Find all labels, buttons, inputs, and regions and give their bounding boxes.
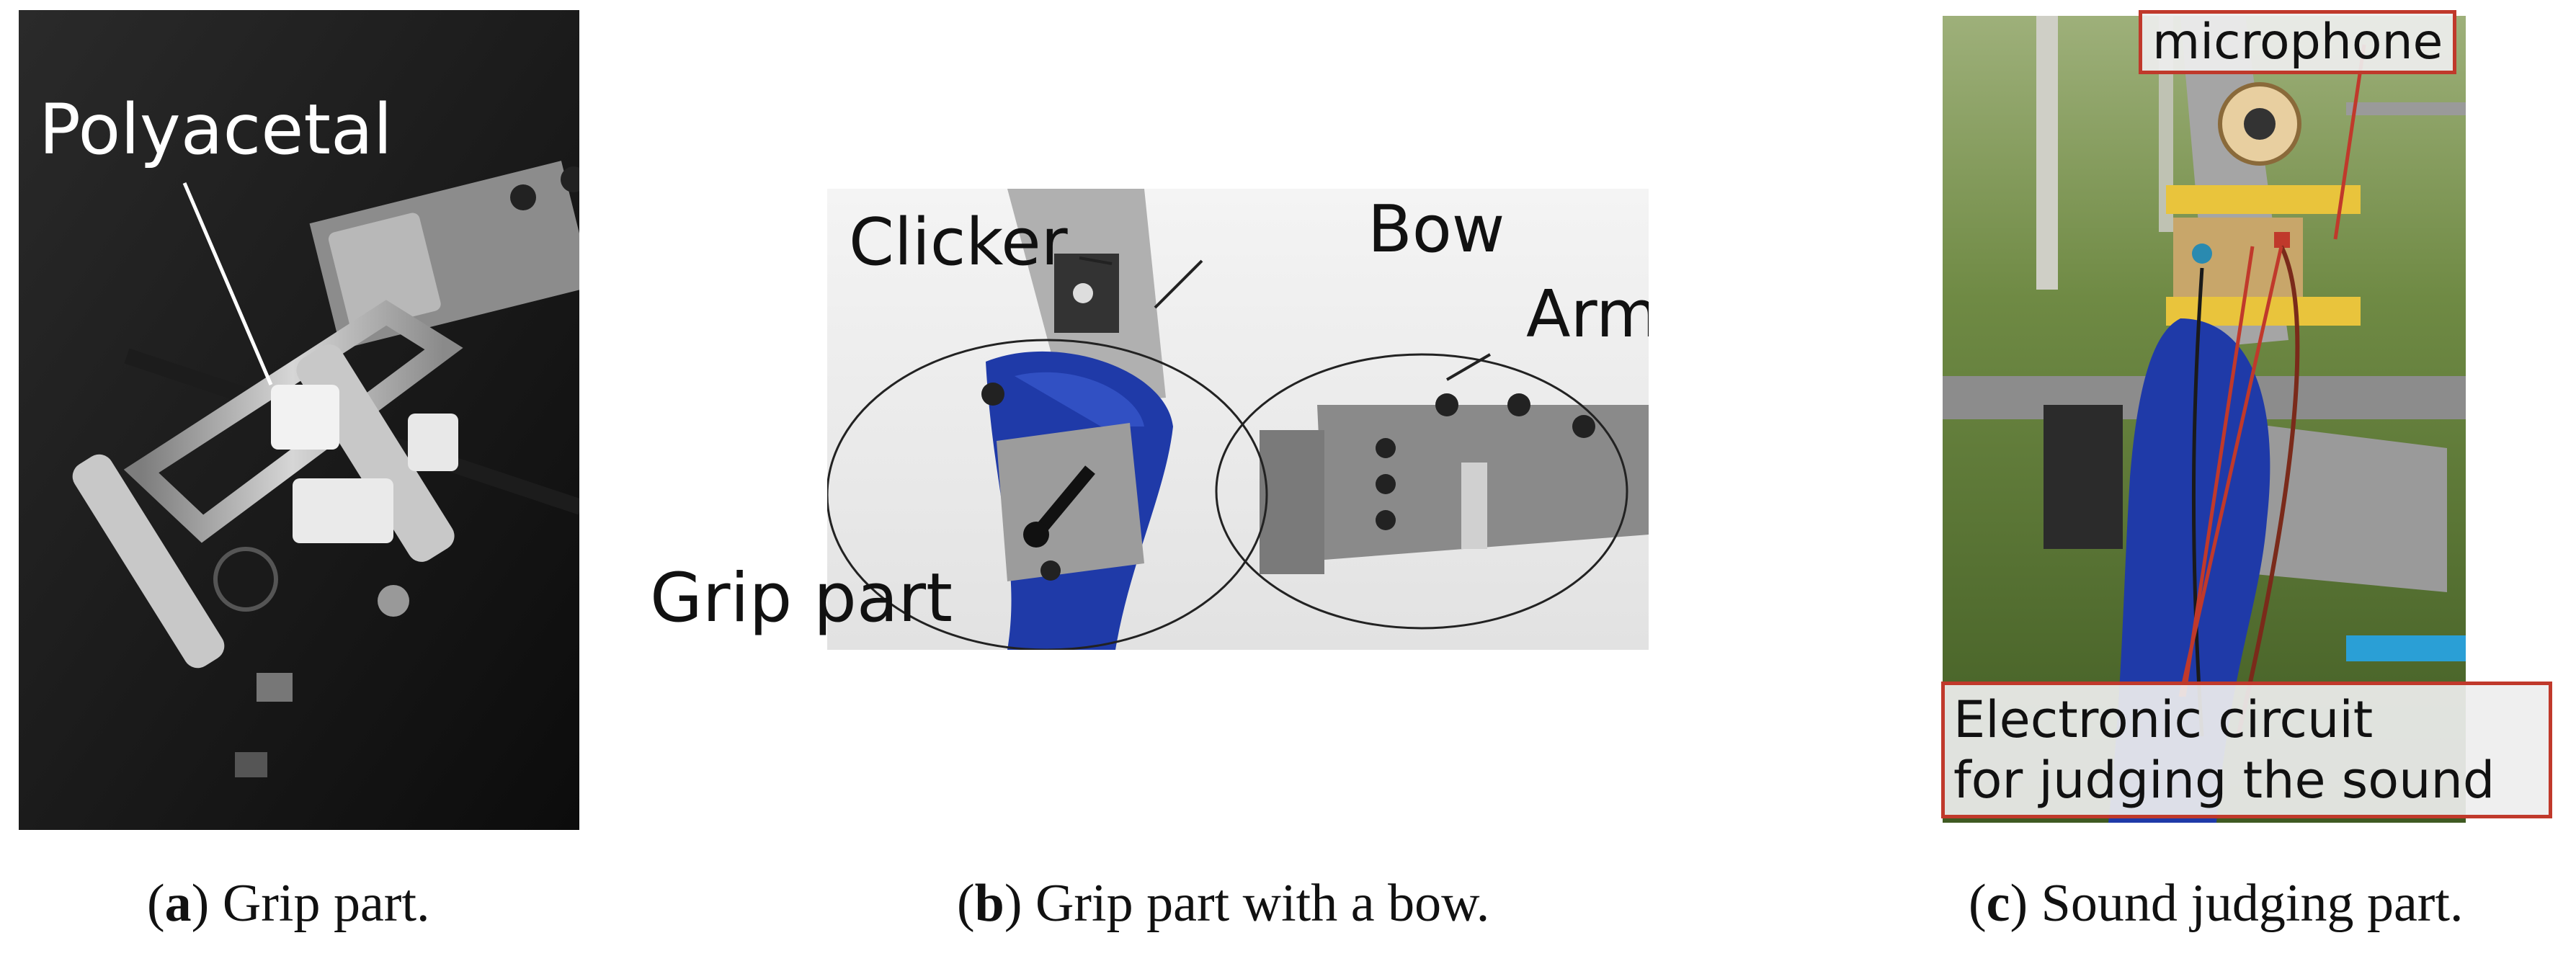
label-electronic-circuit-line2: for judging the sound	[1953, 751, 2495, 810]
label-clicker: Clicker	[849, 205, 1068, 280]
grip-part-illustration	[19, 10, 579, 830]
photo-grip-part-with-bow: Clicker Bow Arm part	[827, 189, 1649, 650]
label-grip-part: Grip part	[650, 559, 953, 638]
caption-a-text: Grip part.	[222, 874, 430, 933]
caption-a: (a) Grip part.	[147, 874, 430, 933]
label-bow: Bow	[1368, 192, 1505, 267]
caption-c: (c) Sound judging part.	[1969, 874, 2464, 933]
label-microphone: microphone	[2139, 10, 2457, 75]
caption-b-text: Grip part with a bow.	[1035, 874, 1490, 933]
caption-b-letter: b	[974, 874, 1004, 933]
caption-c-letter: c	[1986, 874, 2010, 933]
label-electronic-circuit-line1: Electronic circuit	[1953, 690, 2374, 749]
grip-with-bow-illustration	[827, 189, 1649, 650]
label-electronic-circuit: Electronic circuit for judging the sound	[1941, 682, 2552, 818]
caption-c-text: Sound judging part.	[2041, 874, 2464, 933]
label-polyacetal: Polyacetal	[39, 89, 393, 170]
caption-b: (b) Grip part with a bow.	[957, 874, 1490, 933]
caption-a-letter: a	[164, 874, 192, 933]
photo-grip-part: Polyacetal	[19, 10, 579, 830]
label-arm-part: Arm part	[1526, 277, 1649, 352]
